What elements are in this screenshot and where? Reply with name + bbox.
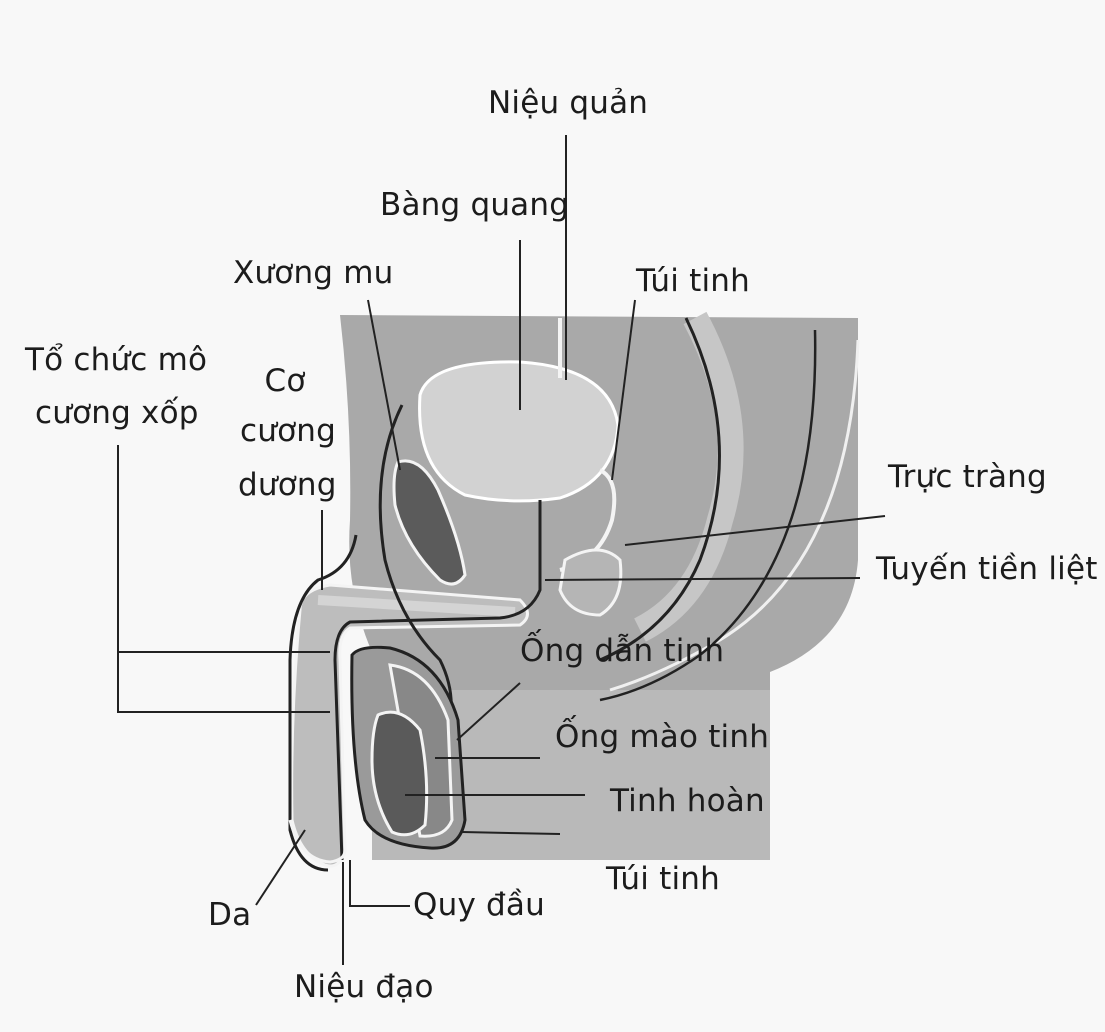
label-nieu-dao: Niệu đạo [294,972,434,1003]
label-tui-tinh-top: Túi tinh [636,266,750,297]
label-nieu-quan: Niệu quản [488,88,648,119]
bladder [420,362,618,501]
label-ong-mao-tinh: Ống mào tinh [555,722,769,753]
label-tinh-hoan: Tinh hoàn [610,786,765,817]
label-tuyen-tien-liet: Tuyến tiền liệt [876,554,1098,585]
leader-da [256,830,305,905]
label-to-chuc-line1: Tổ chức mô [25,345,207,376]
label-truc-trang: Trực tràng [888,462,1047,493]
leader-quy-dau [350,860,410,906]
label-xuong-mu: Xương mu [233,258,393,289]
label-quy-dau: Quy đầu [413,890,545,921]
label-bang-quang: Bàng quang [380,190,569,221]
label-co-line3: dương [238,470,337,501]
label-co-line1: Cơ [255,366,315,397]
label-ong-dan-tinh: Ống dẫn tinh [520,636,724,667]
prostate [560,550,621,615]
label-to-chuc-line2: cương xốp [35,398,199,429]
label-da: Da [208,900,251,931]
label-tui-tinh-bottom: Túi tinh [606,864,720,895]
label-co-line2: cương [240,416,336,447]
